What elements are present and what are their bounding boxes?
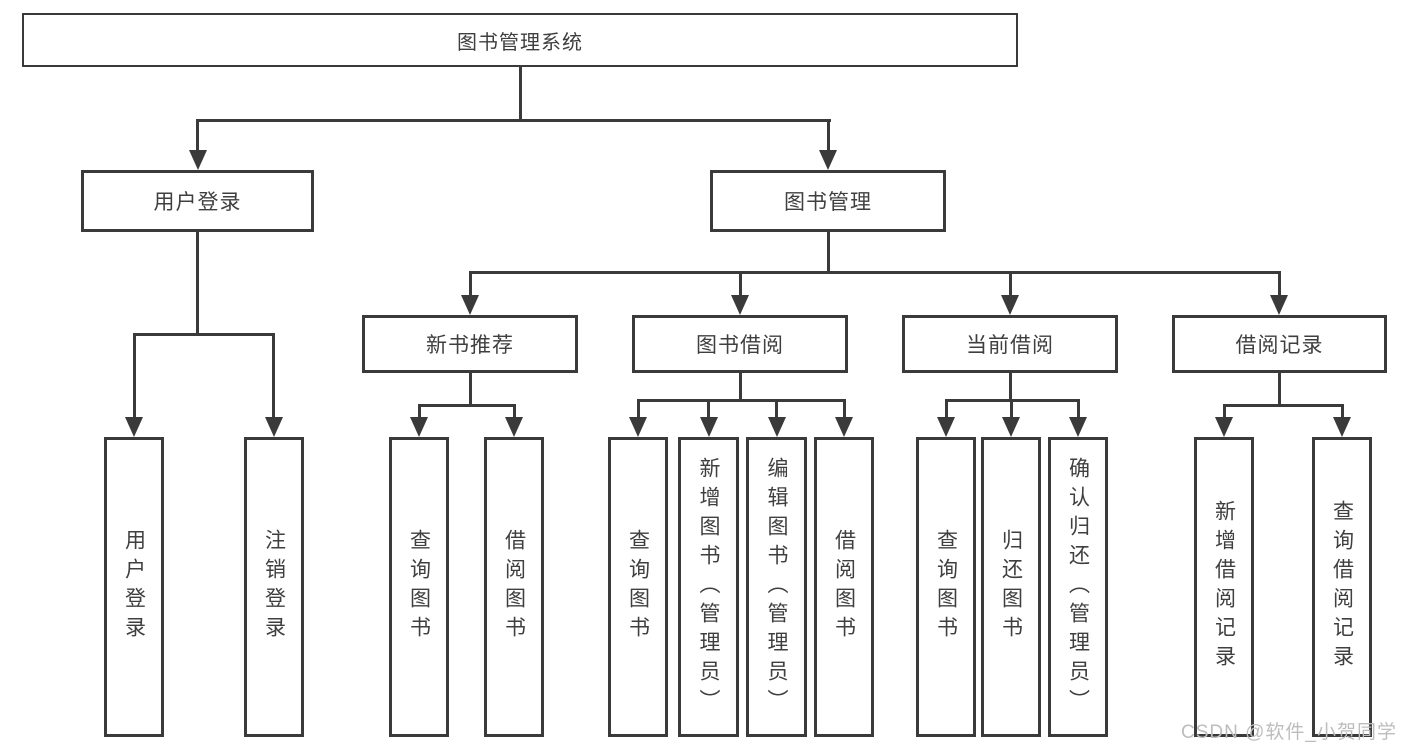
arrowhead-sec3-add-record: [1215, 417, 1233, 437]
connector-book-mgmt-bar: [469, 271, 1281, 274]
node-return-book-label: 归还图书: [999, 529, 1023, 645]
node-book-borrow: 图书借阅: [632, 315, 848, 373]
node-user-login-leaf-label: 用户登录: [122, 529, 146, 645]
connector-sec1-drop-3: [843, 399, 846, 419]
connector-sec1-stem: [739, 373, 742, 401]
connector-sec2-drop-2: [1077, 399, 1080, 419]
node-add-borrow-record: 新增借阅记录: [1194, 437, 1254, 737]
node-user-login-leaf: 用户登录: [104, 437, 164, 737]
connector-sec3-drop-1: [1341, 404, 1344, 419]
connector-user-login-bar: [133, 333, 275, 336]
arrowhead-to-user-login-leaf: [125, 417, 143, 437]
node-borrow-book-leaf-label: 借阅图书: [832, 529, 856, 645]
node-borrow-books-recommend: 借阅图书: [484, 437, 544, 737]
node-logout-leaf-label: 注销登录: [262, 529, 286, 645]
node-edit-book-admin-label: 编辑图书（管理员）: [765, 456, 788, 718]
connector-sec1-drop-0: [637, 399, 640, 419]
arrowhead-sec3-query-record: [1333, 417, 1351, 437]
connector-user-login-stem: [196, 232, 199, 335]
node-query-books-recommend: 查询图书: [389, 437, 449, 737]
connector-root-drop-left: [196, 119, 199, 153]
node-confirm-return-admin: 确认归还（管理员）: [1048, 437, 1108, 737]
connector-sec2-drop-0: [945, 399, 948, 419]
node-query-borrow-record: 查询借阅记录: [1312, 437, 1372, 737]
node-user-login: 用户登录: [81, 170, 314, 232]
connector-sec2-stem: [1009, 373, 1012, 401]
node-library-system-label: 图书管理系统: [457, 31, 583, 54]
node-query-borrow-record-label: 查询借阅记录: [1330, 500, 1354, 674]
arrowhead-to-book-management: [819, 150, 837, 170]
node-query-books-current-label: 查询图书: [934, 529, 958, 645]
connector-sec0-bar: [418, 404, 516, 407]
arrowhead-sec2-confirm-return: [1069, 417, 1087, 437]
arrowhead-sec0-query-books: [410, 417, 428, 437]
node-edit-book-admin: 编辑图书（管理员）: [746, 437, 807, 737]
node-borrow-books-recommend-label: 借阅图书: [502, 529, 526, 645]
node-borrow-book-leaf: 借阅图书: [814, 437, 874, 737]
arrowhead-to-current-borrow: [1001, 295, 1019, 315]
connector-sec1-drop-1: [707, 399, 710, 419]
connector-book-mgmt-stem: [827, 232, 830, 273]
connector-sec0-drop-0: [418, 404, 421, 419]
arrowhead-sec1-add-book: [700, 417, 718, 437]
arrowhead-sec2-return-book: [1002, 417, 1020, 437]
arrowhead-sec0-borrow-books: [505, 417, 523, 437]
connector-drop-new-book: [469, 271, 472, 297]
arrowhead-sec1-borrow-book: [835, 417, 853, 437]
node-book-borrow-label: 图书借阅: [696, 334, 784, 357]
node-library-system: 图书管理系统: [22, 13, 1018, 67]
arrowhead-sec2-query-books: [937, 417, 955, 437]
node-query-books-borrow-label: 查询图书: [626, 529, 650, 645]
node-query-books-current: 查询图书: [916, 437, 976, 737]
connector-sec1-drop-2: [775, 399, 778, 419]
node-user-login-label: 用户登录: [153, 191, 242, 214]
connector-root-stem: [519, 66, 522, 122]
connector-drop-book-borrow: [739, 271, 742, 297]
arrowhead-to-borrow-records: [1270, 295, 1288, 315]
node-borrow-records: 借阅记录: [1172, 315, 1387, 373]
connector-drop-current-borrow: [1009, 271, 1012, 297]
connector-user-login-drop-left: [133, 333, 136, 419]
connector-root-drop-right: [827, 119, 830, 153]
node-book-management: 图书管理: [710, 170, 946, 232]
node-new-book-recommend: 新书推荐: [362, 315, 578, 373]
connector-sec0-stem: [469, 373, 472, 406]
connector-sec0-drop-1: [513, 404, 516, 419]
connector-sec2-drop-1: [1010, 399, 1013, 419]
watermark: CSDN @软件_小贺同学: [1181, 722, 1397, 743]
connector-sec1-bar: [637, 399, 846, 402]
node-book-management-label: 图书管理: [784, 191, 872, 214]
arrowhead-sec1-query-books: [629, 417, 647, 437]
connector-drop-borrow-records: [1278, 271, 1281, 297]
node-add-book-admin-label: 新增图书（管理员）: [697, 456, 720, 718]
arrowhead-to-user-login: [189, 150, 207, 170]
arrowhead-to-new-book-recommend: [461, 295, 479, 315]
connector-sec3-drop-0: [1223, 404, 1226, 419]
node-new-book-recommend-label: 新书推荐: [426, 334, 514, 357]
connector-root-bar: [196, 119, 831, 122]
arrowhead-to-logout-leaf: [265, 417, 283, 437]
connector-sec3-stem: [1278, 373, 1281, 406]
node-borrow-records-label: 借阅记录: [1235, 334, 1324, 357]
node-logout-leaf: 注销登录: [244, 437, 304, 737]
node-current-borrow-label: 当前借阅: [966, 334, 1054, 357]
connector-user-login-drop-right: [272, 333, 275, 419]
node-add-book-admin: 新增图书（管理员）: [678, 437, 739, 737]
connector-sec3-bar: [1223, 404, 1344, 407]
arrowhead-sec1-edit-book: [768, 417, 786, 437]
node-current-borrow: 当前借阅: [902, 315, 1118, 373]
arrowhead-to-book-borrow: [731, 295, 749, 315]
node-add-borrow-record-label: 新增借阅记录: [1212, 500, 1236, 674]
node-return-book: 归还图书: [981, 437, 1041, 737]
node-confirm-return-admin-label: 确认归还（管理员）: [1066, 456, 1090, 718]
node-query-books-recommend-label: 查询图书: [407, 529, 431, 645]
node-query-books-borrow: 查询图书: [608, 437, 668, 737]
